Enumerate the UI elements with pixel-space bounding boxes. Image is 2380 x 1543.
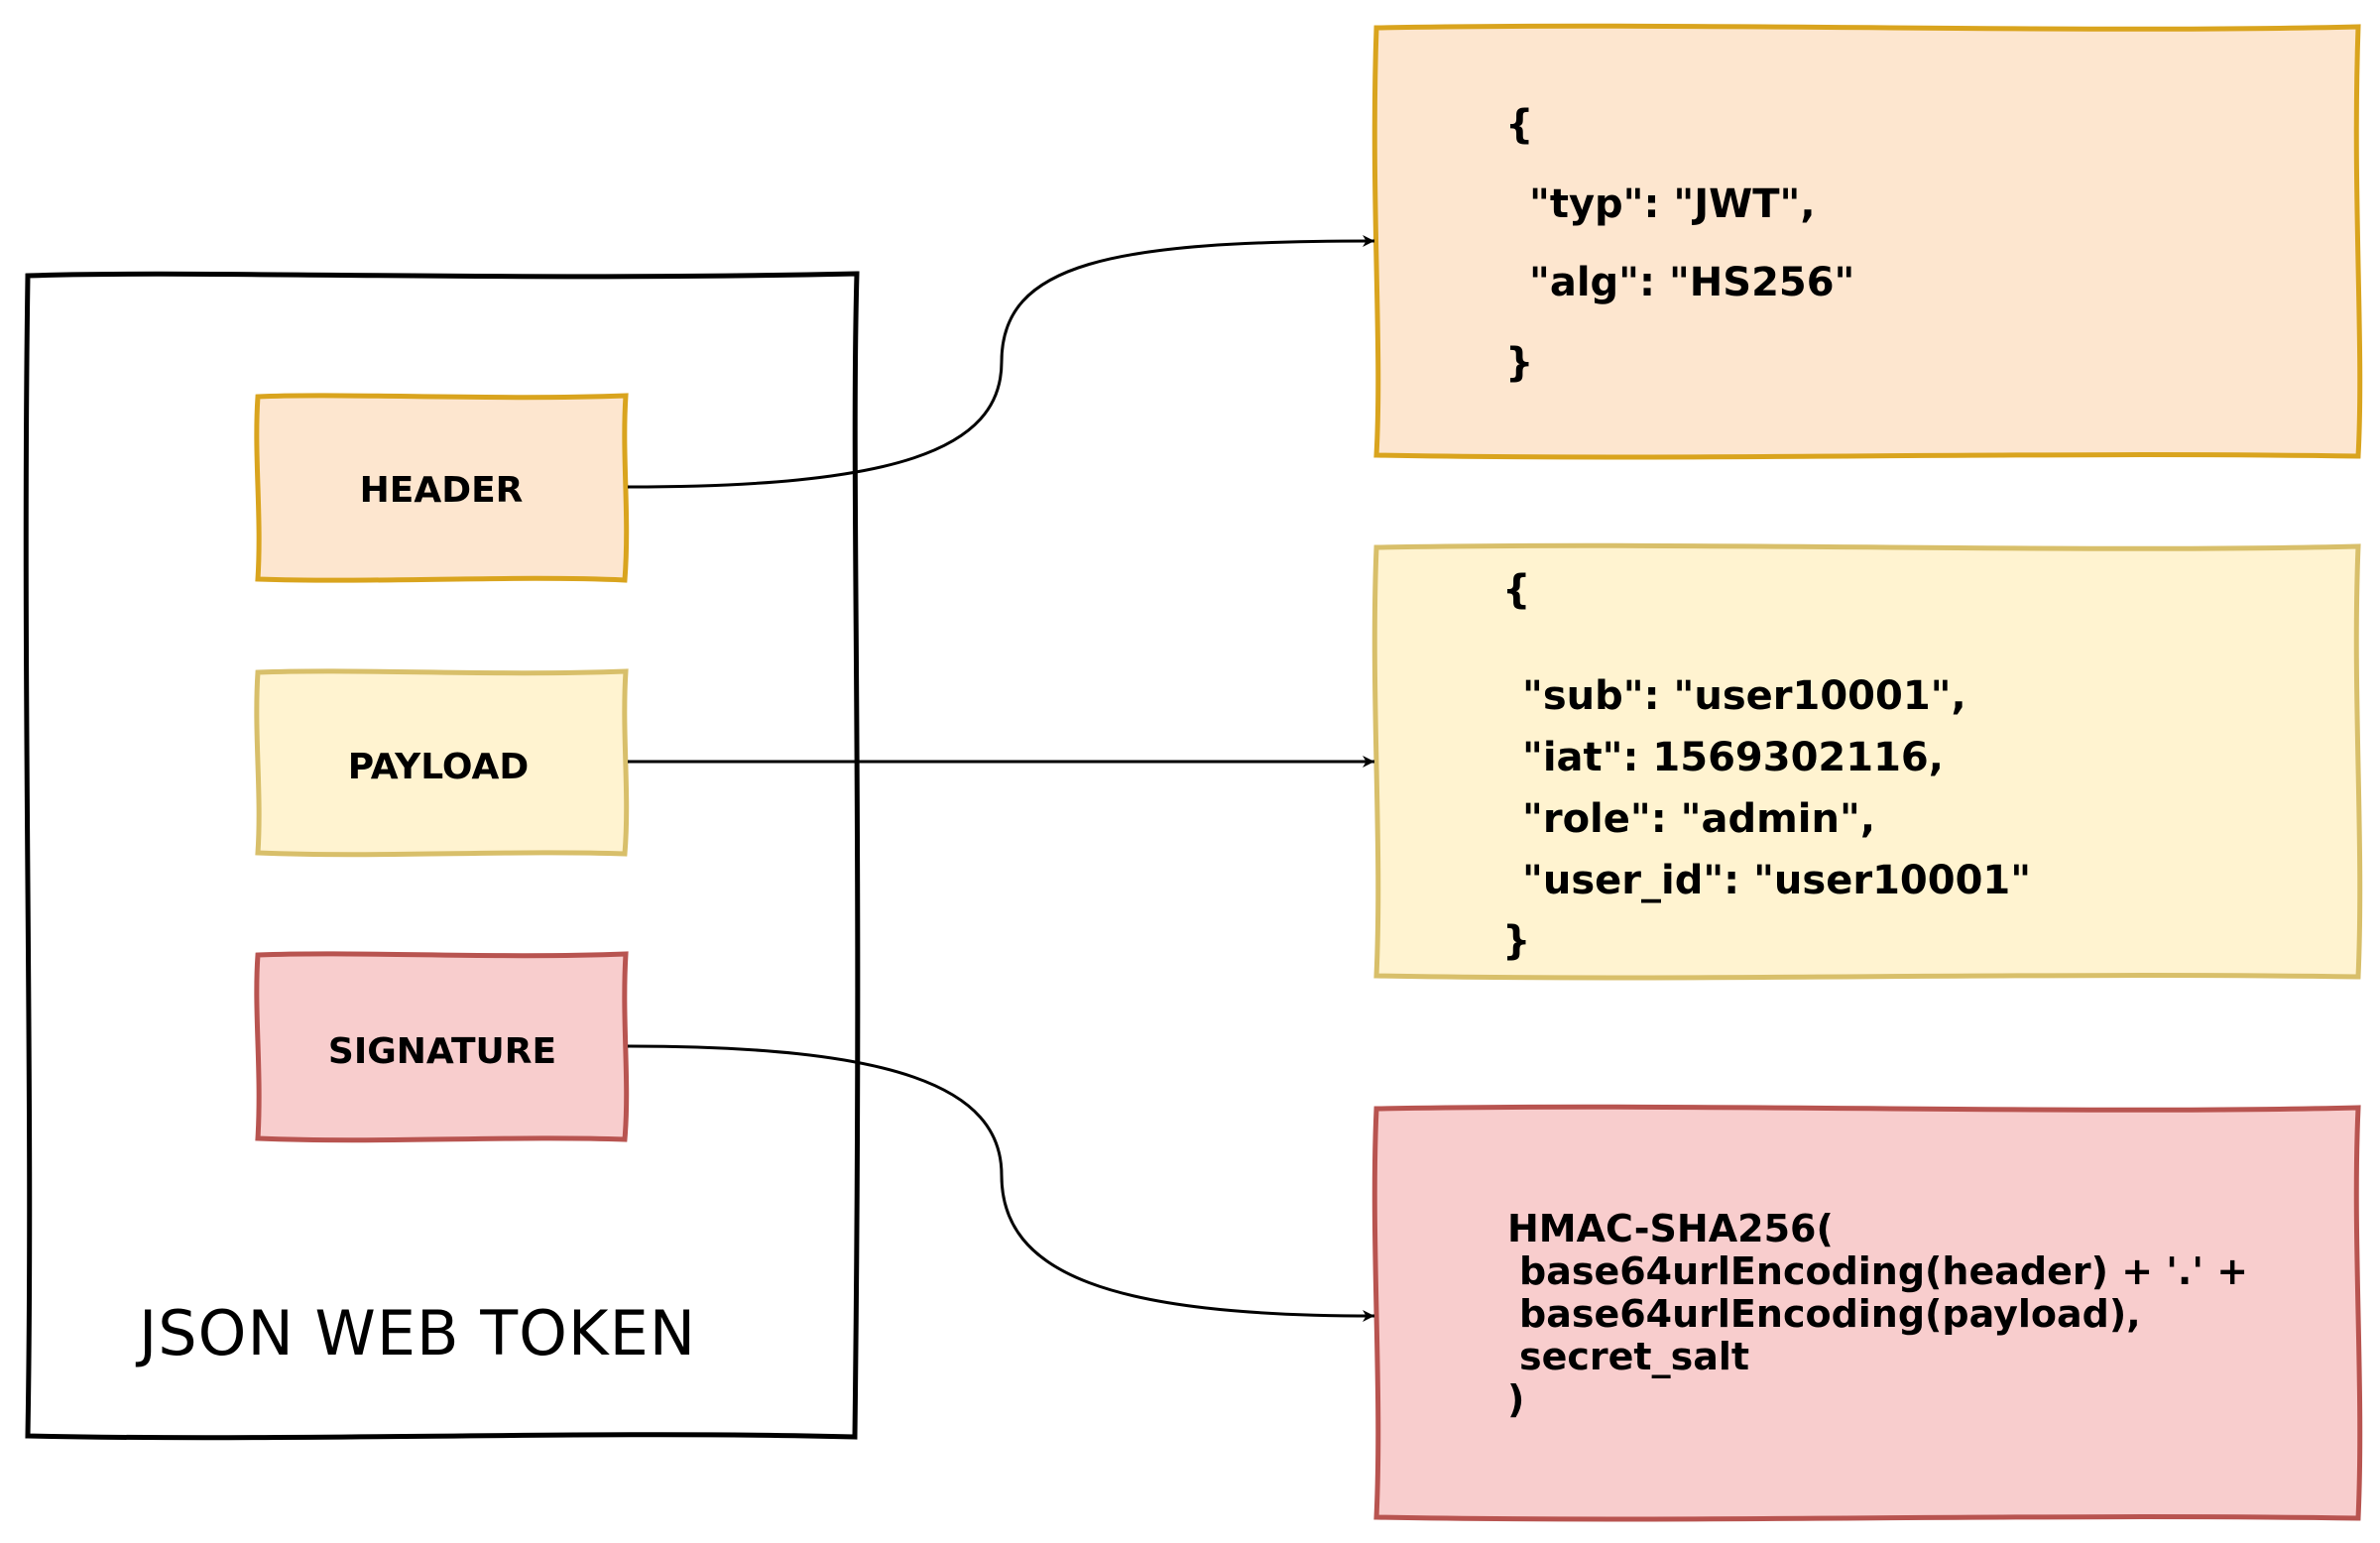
signature-formula-box bbox=[1371, 1104, 2363, 1522]
header-part-label: HEADER bbox=[360, 470, 524, 511]
signature-connector-arrow bbox=[627, 1044, 1375, 1322]
payload-json-line-5: "user_id": "user10001" bbox=[1522, 858, 2031, 903]
signature-formula-line-4: secret_salt bbox=[1519, 1335, 1749, 1378]
header-json-line-3: "alg": "HS256" bbox=[1529, 260, 1854, 305]
signature-formula-line-5: ) bbox=[1507, 1377, 1524, 1421]
signature-part-label: SIGNATURE bbox=[328, 1031, 556, 1072]
header-json-line-1: { bbox=[1505, 102, 1533, 148]
payload-json-line-6: } bbox=[1502, 918, 1530, 964]
payload-json-line-2: "sub": "user10001", bbox=[1522, 673, 1966, 719]
header-json-line-2: "typ": "JWT", bbox=[1529, 181, 1816, 227]
payload-json-line-4: "role": "admin", bbox=[1522, 796, 1875, 842]
payload-json-line-1: { bbox=[1502, 567, 1530, 613]
token-title: JSON WEB TOKEN bbox=[135, 1297, 696, 1369]
signature-formula-line-3: base64urlEncoding(payload), bbox=[1519, 1292, 2141, 1336]
payload-json-line-3: "iat": 1569302116, bbox=[1522, 735, 1944, 780]
payload-part-box bbox=[254, 668, 630, 858]
header-connector-arrow bbox=[627, 235, 1375, 489]
header-json-box bbox=[1371, 23, 2363, 460]
header-json-line-4: } bbox=[1505, 340, 1533, 386]
payload-json-box bbox=[1371, 542, 2363, 981]
header-part-box bbox=[254, 393, 630, 583]
signature-formula-line-1: HMAC-SHA256( bbox=[1507, 1207, 1834, 1250]
signature-formula-line-2: base64urlEncoding(header) + '.' + bbox=[1519, 1249, 2248, 1293]
payload-part-label: PAYLOAD bbox=[348, 747, 530, 787]
signature-part-box bbox=[254, 951, 630, 1143]
